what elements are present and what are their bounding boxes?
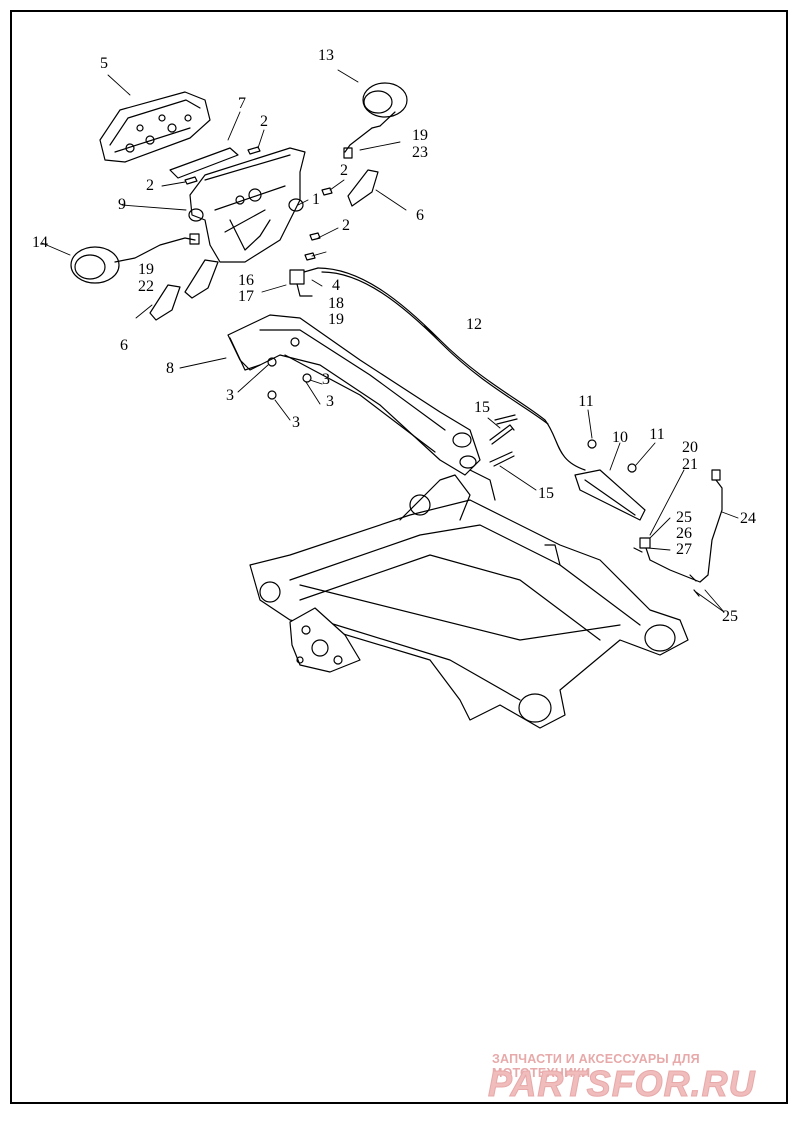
callout-8: 8: [166, 360, 174, 377]
callout-27: 27: [676, 541, 692, 558]
callout-9: 9: [118, 196, 126, 213]
screw-11a: [587, 439, 597, 449]
callout-11: 11: [649, 426, 665, 443]
watermark-caption: ЗАПЧАСТИ И АКСЕССУАРЫ ДЛЯ МОТОТЕХНИКИ: [492, 1052, 700, 1080]
drive-housing: [289, 607, 361, 673]
callout-16: 16: [238, 272, 254, 289]
callout-18: 18: [328, 295, 344, 312]
reflector-lower: [149, 284, 181, 321]
bolts-15: [489, 414, 518, 467]
connector-25-27: [633, 537, 651, 553]
callout-3: 3: [226, 387, 234, 404]
callout-14: 14: [32, 234, 48, 251]
watermark-logo: PARTSFOR.RU: [488, 1064, 756, 1104]
watermark-logo-text: PARTSFOR.RU: [488, 1064, 756, 1104]
callout-17: 17: [238, 288, 254, 305]
callout-20: 20: [682, 439, 698, 456]
spacer-plate: [169, 147, 239, 179]
screws-2: [184, 146, 333, 261]
callout-10: 10: [612, 429, 628, 446]
callout-24: 24: [740, 510, 756, 527]
callout-23: 23: [412, 144, 428, 161]
callout-3: 3: [292, 414, 300, 431]
callout-4: 4: [332, 277, 340, 294]
frame-upper-arm: [227, 314, 481, 476]
turn-signal-right: [343, 82, 408, 159]
callout-25: 25: [722, 608, 738, 625]
callout-12: 12: [466, 316, 482, 333]
callout-2: 2: [340, 162, 348, 179]
callout-22: 22: [138, 278, 154, 295]
sensor-cable-24: [644, 469, 723, 597]
callout-1: 1: [312, 191, 320, 208]
swingarm-frame: [249, 469, 689, 729]
leader-lines: [41, 69, 739, 613]
callout-15: 15: [474, 399, 490, 416]
callout-19: 19: [412, 127, 428, 144]
callout-7: 7: [238, 95, 246, 112]
wire-harness-12: [317, 267, 586, 471]
screws-3: [267, 337, 312, 400]
callout-15: 15: [538, 485, 554, 502]
callout-5: 5: [100, 55, 108, 72]
callout-13: 13: [318, 47, 334, 64]
mount-bracket-10: [574, 469, 646, 521]
callout-3: 3: [326, 393, 334, 410]
headlamp-bracket: [188, 147, 306, 263]
callout-19: 19: [328, 311, 344, 328]
reflector-mid: [184, 259, 219, 299]
callout-2: 2: [146, 177, 154, 194]
callout-6: 6: [416, 207, 424, 224]
callout-26: 26: [676, 525, 692, 542]
callout-6: 6: [120, 337, 128, 354]
drawing-frame: [10, 10, 788, 1104]
callout-19: 19: [138, 261, 154, 278]
callout-11: 11: [578, 393, 594, 410]
connector-assembly: [289, 267, 319, 297]
instrument-cluster: [99, 91, 211, 163]
callout-21: 21: [682, 456, 698, 473]
callout-3: 3: [322, 371, 330, 388]
callout-2: 2: [342, 217, 350, 234]
callout-2: 2: [260, 113, 268, 130]
turn-signal-left: [70, 233, 200, 284]
reflector-upper: [347, 169, 379, 207]
callout-25: 25: [676, 509, 692, 526]
screw-11b: [627, 463, 637, 473]
